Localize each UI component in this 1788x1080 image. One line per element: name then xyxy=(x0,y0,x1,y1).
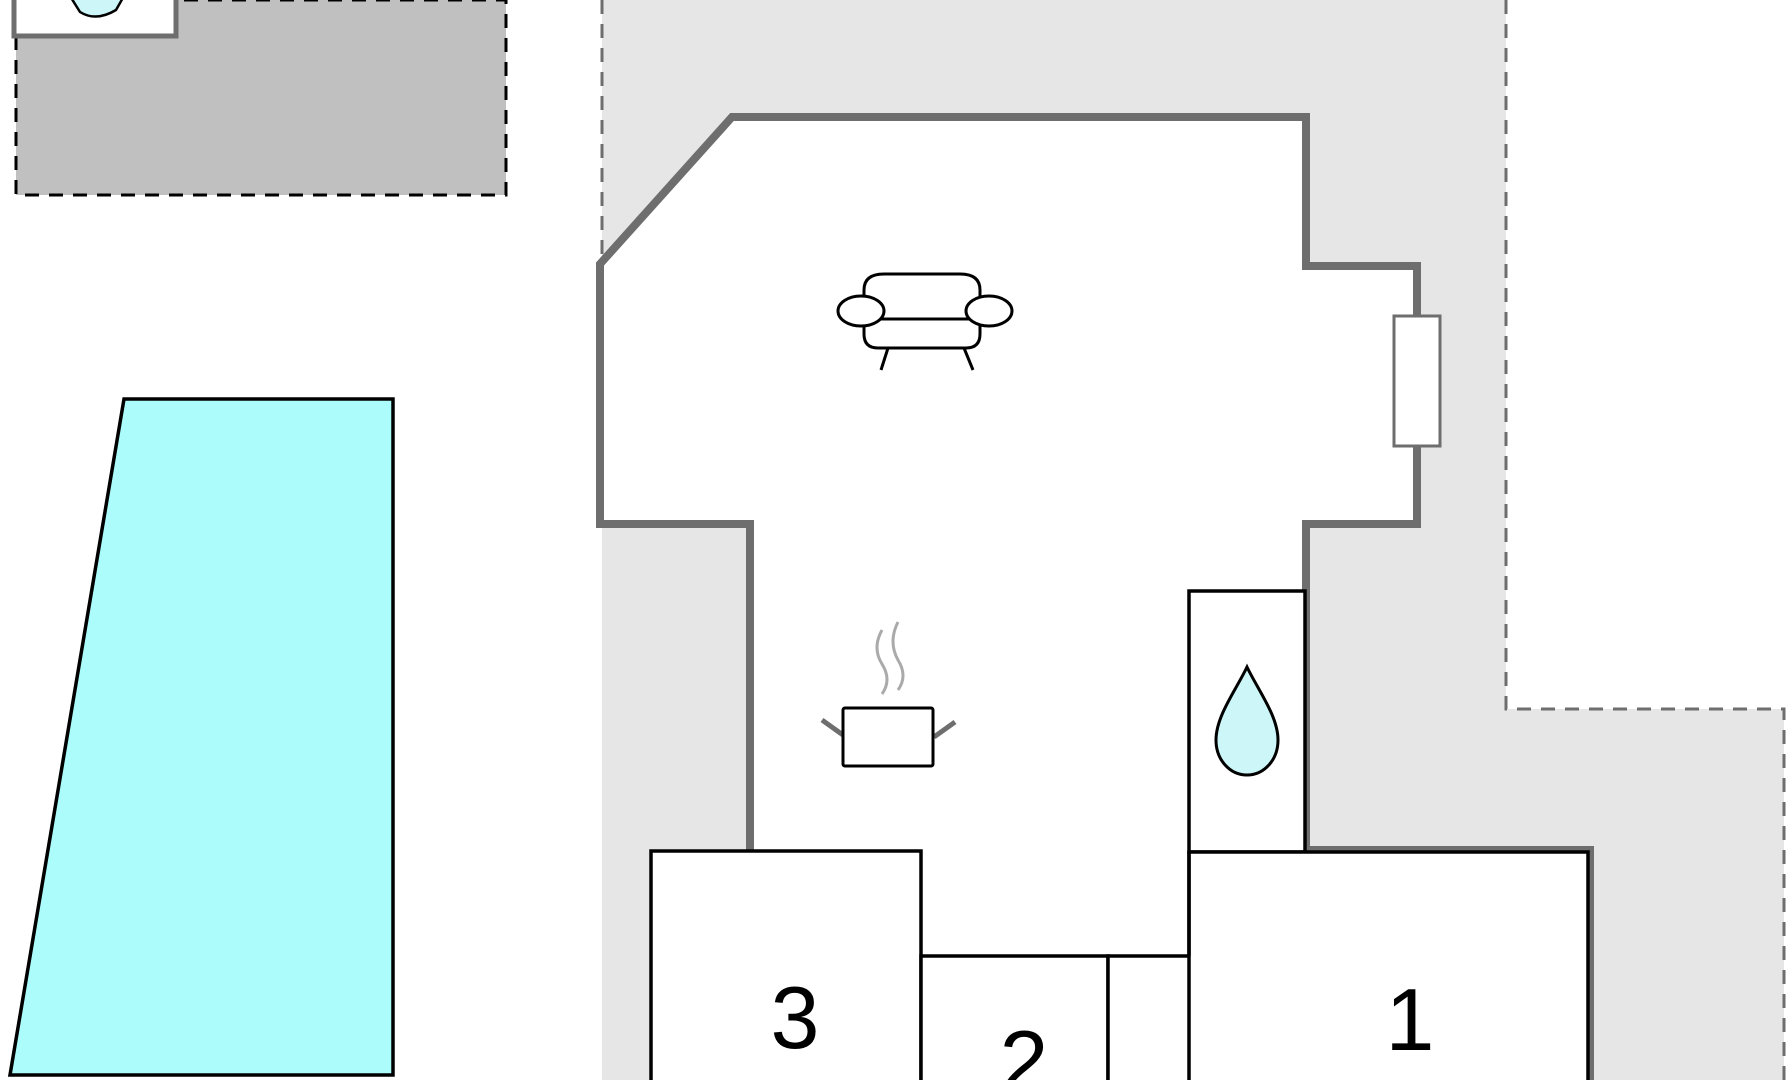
window xyxy=(1392,314,1442,448)
bedroom-3 xyxy=(649,849,923,1080)
water-drop-icon xyxy=(1214,663,1280,777)
bedroom-2 xyxy=(919,954,1110,1080)
terrace-dashed-edge xyxy=(600,0,1786,1080)
room-number-2: 2 xyxy=(1000,1012,1049,1080)
carport-area xyxy=(14,0,508,197)
room-number-3: 3 xyxy=(771,968,820,1067)
bedroom-1 xyxy=(1187,850,1590,1080)
sofa-icon xyxy=(836,272,1014,371)
water-drop-icon xyxy=(71,0,124,18)
room-number-1: 1 xyxy=(1386,970,1435,1069)
cooking-pot-icon xyxy=(820,621,957,768)
swimming-pool xyxy=(7,397,395,1077)
bathroom-small-top xyxy=(11,0,179,39)
